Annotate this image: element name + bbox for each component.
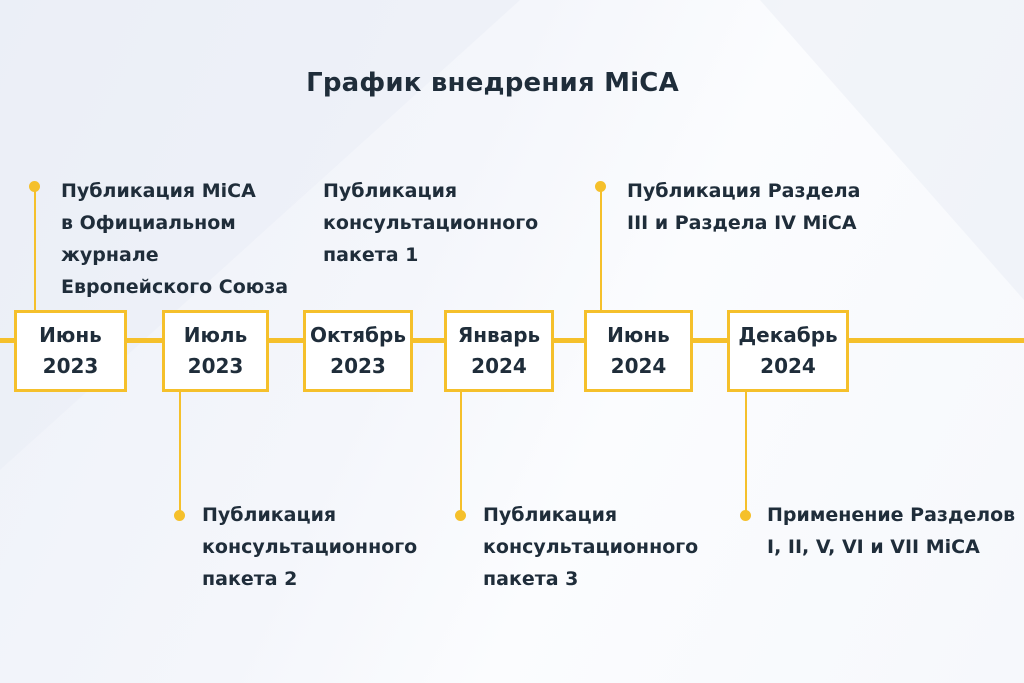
date-box-dec-2024: Декабрь 2024 <box>727 310 849 392</box>
date-box-jun-2023: Июнь 2023 <box>14 310 127 392</box>
date-month: Октябрь <box>310 323 406 347</box>
date-year: 2024 <box>471 354 527 378</box>
date-month: Январь <box>457 323 541 347</box>
connector-line <box>600 187 602 311</box>
milestone-label: Публикация MiCA в Официальном журнале Ев… <box>61 180 289 298</box>
connector-dot <box>595 181 606 192</box>
date-year: 2024 <box>610 354 667 378</box>
date-year: 2023 <box>42 354 99 378</box>
milestone-label: Применение Разделов I, II, V, VI и VII M… <box>767 504 1016 558</box>
connector-dot <box>740 510 751 521</box>
date-year: 2024 <box>760 354 816 378</box>
page-title: График внедрения MiCA <box>306 68 679 98</box>
connector-dot <box>29 181 40 192</box>
date-box-jan-2024: Январь 2024 <box>444 310 554 392</box>
milestone-label: Публикация консультационного пакета 1 <box>323 180 539 266</box>
date-month: Декабрь <box>738 323 838 347</box>
milestone-label: Публикация консультационного пакета 3 <box>483 504 699 590</box>
date-box-jul-2023: Июль 2023 <box>162 310 269 392</box>
date-box-jun-2024: Июнь 2024 <box>584 310 693 392</box>
date-year: 2023 <box>187 354 244 378</box>
connector-line <box>745 392 747 516</box>
connector-dot <box>455 510 466 521</box>
date-year: 2023 <box>330 354 386 378</box>
date-month: Июнь <box>607 323 670 347</box>
milestone-label: Публикация консультационного пакета 2 <box>202 504 418 590</box>
date-month: Июль <box>183 323 248 347</box>
date-month: Июнь <box>39 323 102 347</box>
connector-dot <box>174 510 185 521</box>
connector-line <box>460 392 462 516</box>
date-box-oct-2023: Октябрь 2023 <box>303 310 413 392</box>
connector-line <box>179 392 181 516</box>
milestone-label: Публикация Раздела III и Раздела IV MiCA <box>627 180 861 234</box>
connector-line <box>34 187 36 311</box>
